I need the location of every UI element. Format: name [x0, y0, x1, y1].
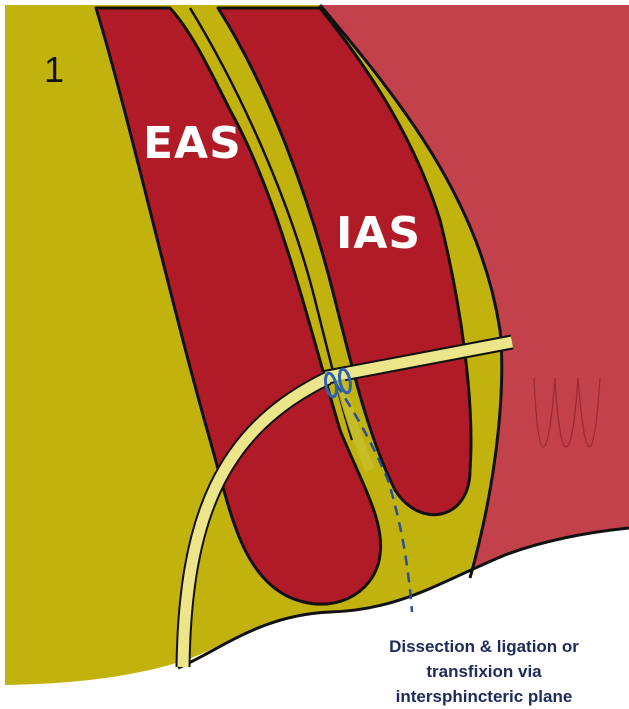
panel-number: 1 — [44, 52, 64, 88]
ias-label: IAS — [336, 212, 421, 256]
caption-line-3: intersphincteric plane — [350, 684, 618, 709]
caption-line-1: Dissection & ligation or — [350, 634, 618, 659]
procedure-caption: Dissection & ligation or transfixion via… — [350, 634, 618, 709]
caption-line-2: transfixion via — [350, 659, 618, 684]
eas-label: EAS — [143, 122, 242, 166]
